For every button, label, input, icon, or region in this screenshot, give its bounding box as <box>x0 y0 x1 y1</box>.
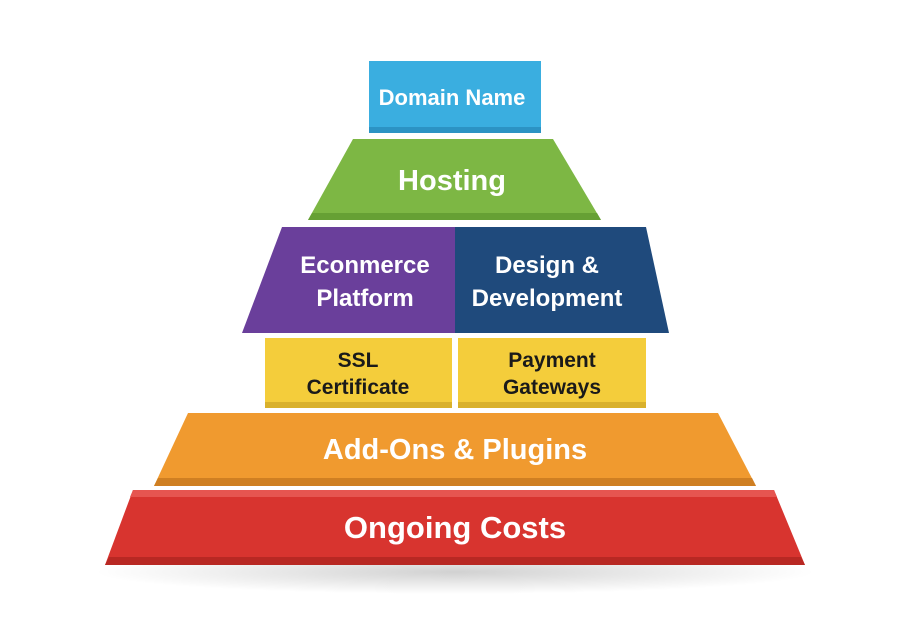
ssl-block <box>265 338 452 408</box>
design-label-line2: Development <box>472 285 623 312</box>
payment-label-line2: Gateways <box>503 376 601 399</box>
ecommerce-block <box>242 227 455 333</box>
ecommerce-label-line1: Econmerce <box>300 252 429 279</box>
payment-label-line1: Payment <box>508 349 596 372</box>
design-block <box>455 227 669 333</box>
tier-hosting: Hosting <box>308 139 601 220</box>
tier-addons: Add-Ons & Plugins <box>154 413 756 486</box>
addons-label: Add-Ons & Plugins <box>323 434 587 466</box>
ecommerce-label-line2: Platform <box>316 285 413 312</box>
ssl-label-line1: SSL <box>338 349 379 372</box>
tier-platform-design: Econmerce Platform Design & Development <box>242 227 669 333</box>
tier-ongoing-costs: Ongoing Costs <box>105 490 805 565</box>
design-label-line1: Design & <box>495 252 599 279</box>
ongoing-label: Ongoing Costs <box>344 510 566 545</box>
tier-ssl-payment: SSL Certificate Payment Gateways <box>265 338 646 408</box>
domain-label: Domain Name <box>379 85 526 110</box>
hosting-label: Hosting <box>398 165 506 197</box>
payment-block <box>458 338 646 408</box>
ssl-label-line2: Certificate <box>307 376 410 399</box>
domain-block <box>369 61 541 133</box>
tier-domain-name: Domain Name <box>369 61 541 133</box>
